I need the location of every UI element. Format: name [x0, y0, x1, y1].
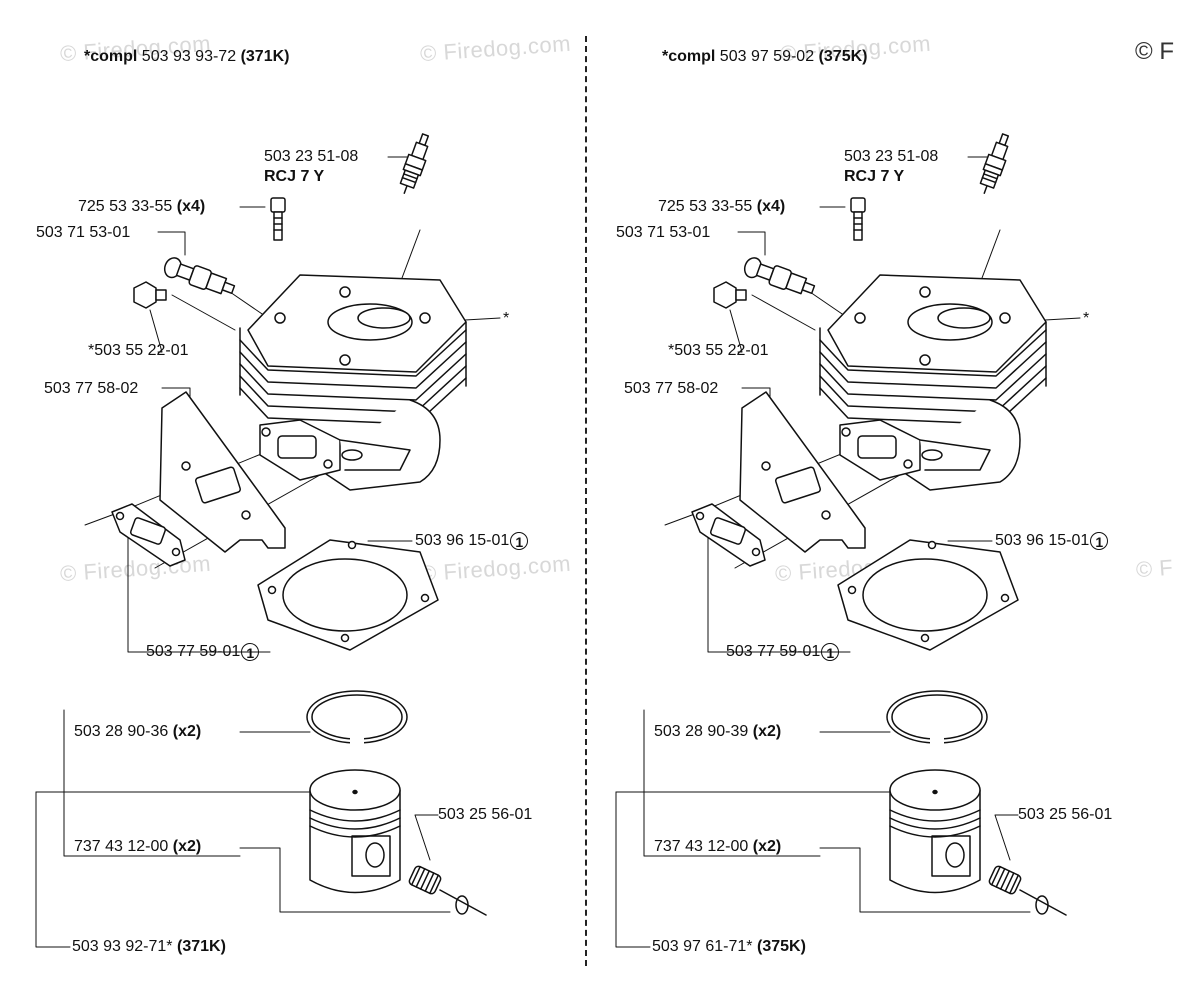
- piston-assy-model: (371K): [176, 938, 226, 955]
- cylinder-drawing: [239, 274, 467, 491]
- base-gasket-drawing: [257, 539, 439, 651]
- valve-nut-label: *503 55 22-01: [668, 342, 769, 359]
- leader-lines: [615, 156, 1081, 948]
- circlip-label: 737 43 12-00 (x2): [654, 838, 781, 856]
- title-model: (371K): [240, 48, 290, 65]
- circlip-number: 737 43 12-00: [74, 838, 169, 855]
- piston-drawing: [309, 769, 401, 894]
- cylinder-marker: *: [1083, 310, 1090, 327]
- piston-ring-drawing: [886, 690, 988, 744]
- note-badge: 1: [241, 643, 260, 661]
- copyright-mark: © F: [1134, 38, 1174, 65]
- piston-ring-qty: (x2): [752, 723, 782, 740]
- exhaust-gasket-number: 503 77 59-01: [726, 643, 821, 660]
- piston-assy-model: (375K): [756, 938, 806, 955]
- piston-assy-number: 503 97 61-71*: [652, 938, 753, 955]
- muffler-plate-drawing: [739, 391, 866, 553]
- decompression-valve-drawing: [163, 257, 236, 295]
- left-panel-371k: *compl 503 93 93-72 (371K) 503 23 51-08 …: [35, 48, 533, 956]
- spark-plug-label: 503 23 51-08: [264, 148, 359, 165]
- title-prefix: *compl: [662, 48, 716, 65]
- screw-label: 725 53 33-55 (x4): [658, 198, 785, 216]
- muffler-gasket-label: 503 77 58-02: [44, 380, 139, 397]
- piston-ring-qty: (x2): [172, 723, 202, 740]
- exhaust-gasket-number: 503 77 59-01: [146, 643, 241, 660]
- base-gasket-number: 503 96 15-01: [995, 532, 1090, 549]
- screw-drawing: [270, 197, 286, 241]
- piston-assy-label: 503 93 92-71* (371K): [72, 938, 226, 956]
- screw-number: 725 53 33-55: [78, 198, 173, 215]
- spark-plug-label: 503 23 51-08: [844, 148, 939, 165]
- note-badge: 1: [821, 643, 840, 661]
- muffler-gasket-label: 503 77 58-02: [624, 380, 719, 397]
- left-exploded-diagram: [35, 133, 501, 948]
- circlip-qty: (x2): [752, 838, 782, 855]
- needle-bearing-label: 503 25 56-01: [438, 806, 533, 823]
- piston-ring-label: 503 28 90-39 (x2): [654, 723, 781, 741]
- base-gasket-drawing: [837, 539, 1019, 651]
- circlip-label: 737 43 12-00 (x2): [74, 838, 201, 856]
- piston-ring-drawing: [306, 690, 408, 744]
- piston-assy-number: 503 93 92-71*: [72, 938, 173, 955]
- spark-plug-type-label: RCJ 7 Y: [844, 168, 905, 185]
- decompression-valve-drawing: [743, 257, 816, 295]
- spark-plug-type-label: RCJ 7 Y: [264, 168, 325, 185]
- spark-plug-drawing: [979, 133, 1010, 194]
- leader-lines: [35, 156, 501, 948]
- cylinder-marker: *: [503, 310, 510, 327]
- piston-assy-label: 503 97 61-71* (375K): [652, 938, 806, 956]
- screw-number: 725 53 33-55: [658, 198, 753, 215]
- screw-qty: (x4): [756, 198, 786, 215]
- muffler-plate-drawing: [159, 391, 286, 553]
- note-badge: 1: [510, 532, 529, 550]
- valve-nut-drawing: [713, 281, 747, 309]
- screw-drawing: [850, 197, 866, 241]
- title-number: 503 93 93-72: [141, 48, 237, 65]
- needle-bearing-label: 503 25 56-01: [1018, 806, 1113, 823]
- valve-label: 503 71 53-01: [36, 224, 131, 241]
- exhaust-gasket-drawing: [111, 503, 186, 567]
- title-number: 503 97 59-02: [719, 48, 815, 65]
- base-gasket-number: 503 96 15-01: [415, 532, 510, 549]
- circlip-qty: (x2): [172, 838, 202, 855]
- circlip-drawing: [439, 889, 487, 916]
- piston-ring-number: 503 28 90-36: [74, 723, 169, 740]
- title-prefix: *compl: [84, 48, 138, 65]
- piston-ring-label: 503 28 90-36 (x2): [74, 723, 201, 741]
- valve-nut-label: *503 55 22-01: [88, 342, 189, 359]
- right-exploded-diagram: [615, 133, 1081, 948]
- valve-label: 503 71 53-01: [616, 224, 711, 241]
- spark-plug-drawing: [399, 133, 430, 194]
- screw-label: 725 53 33-55 (x4): [78, 198, 205, 216]
- piston-ring-number: 503 28 90-39: [654, 723, 749, 740]
- note-badge: 1: [1090, 532, 1109, 550]
- screw-qty: (x4): [176, 198, 206, 215]
- right-title: *compl 503 97 59-02 (375K): [662, 48, 867, 66]
- left-title: *compl 503 93 93-72 (371K): [84, 48, 289, 66]
- title-model: (375K): [818, 48, 868, 65]
- exhaust-gasket-drawing: [691, 503, 766, 567]
- piston-drawing: [889, 769, 981, 894]
- circlip-drawing: [1019, 889, 1067, 916]
- valve-nut-drawing: [133, 281, 167, 309]
- needle-bearing-drawing: [408, 865, 442, 895]
- right-panel-375k: *compl 503 97 59-02 (375K) 503 23 51-08 …: [580, 0, 1170, 1007]
- panel-divider: [585, 36, 587, 966]
- circlip-number: 737 43 12-00: [654, 838, 749, 855]
- needle-bearing-drawing: [988, 865, 1022, 895]
- cylinder-drawing: [819, 274, 1047, 491]
